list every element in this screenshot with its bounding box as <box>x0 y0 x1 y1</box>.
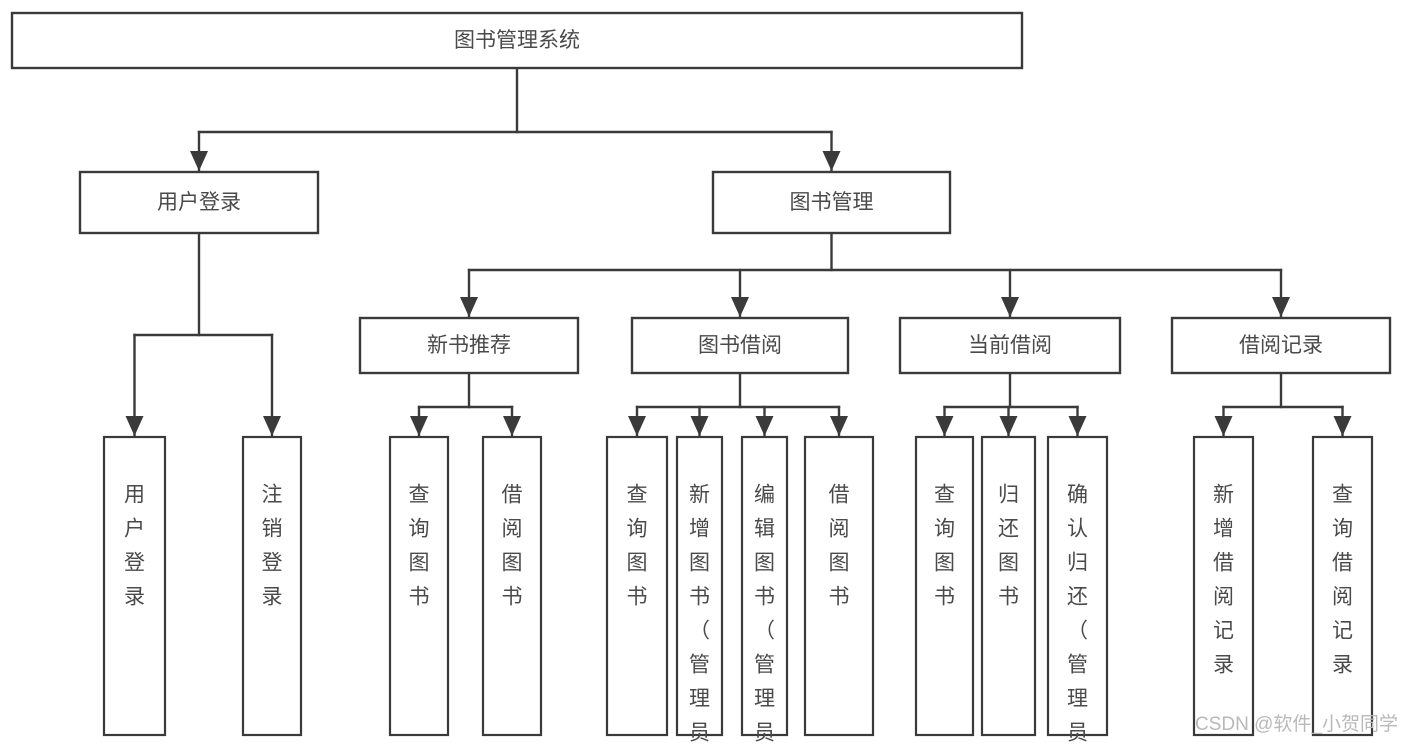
node-box-leaf-query-book-borrow <box>605 435 669 737</box>
arrow-icon-current-borrow-2 <box>1068 416 1087 436</box>
arrow-icon-book-borrow-3 <box>830 416 848 436</box>
node-label-user-login: 用户登录 <box>157 191 241 214</box>
arrow-icon-borrow-record-0 <box>1214 416 1233 436</box>
node-label-book-borrow: 图书借阅 <box>698 334 782 357</box>
arrow-icon-user-login-0 <box>125 416 144 436</box>
connector-layer <box>125 66 1352 437</box>
arrow-icon-current-borrow-0 <box>935 416 954 436</box>
node-leaf-query-book-recommend[interactable]: 查询图书 <box>388 435 450 737</box>
arrow-icon-user-login-1 <box>263 416 281 436</box>
arrow-icon-book-management-2 <box>1001 297 1019 317</box>
node-leaf-user-login[interactable]: 用户登录 <box>102 435 167 737</box>
node-box-user-login <box>78 170 320 235</box>
node-box-leaf-return-book <box>980 435 1037 737</box>
node-label-leaf-confirm-return: 确认归还（管理员） <box>1067 483 1088 747</box>
node-leaf-query-borrow-record[interactable]: 查询借阅记录 <box>1311 435 1374 737</box>
node-label-leaf-query-book-borrow: 查询图书 <box>627 483 648 608</box>
arrow-icon-new-book-recommend-1 <box>503 416 521 436</box>
node-book-management[interactable]: 图书管理 <box>711 170 952 235</box>
node-box-leaf-user-logout <box>241 435 303 737</box>
node-box-leaf-confirm-return <box>1046 435 1109 737</box>
node-leaf-user-logout[interactable]: 注销登录 <box>241 435 303 737</box>
node-leaf-return-book[interactable]: 归还图书 <box>980 435 1037 737</box>
node-label-leaf-add-book: 新增图书（管理员） <box>689 483 710 747</box>
node-leaf-add-borrow-record[interactable]: 新增借阅记录 <box>1192 435 1255 737</box>
node-label-leaf-edit-book: 编辑图书（管理员） <box>754 483 775 747</box>
node-leaf-borrow-book-recommend[interactable]: 借阅图书 <box>481 435 543 737</box>
node-box-book-management <box>711 170 952 235</box>
arrow-icon-borrow-record-1 <box>1333 416 1352 436</box>
node-label-leaf-borrow-book: 借阅图书 <box>829 483 850 608</box>
node-box-system-root <box>10 11 1024 70</box>
node-label-leaf-query-borrow-record: 查询借阅记录 <box>1332 483 1353 676</box>
node-box-leaf-borrow-book-recommend <box>481 435 543 737</box>
node-label-leaf-borrow-book-recommend: 借阅图书 <box>502 483 523 608</box>
node-box-leaf-borrow-book <box>803 435 875 737</box>
arrow-icon-book-borrow-1 <box>690 416 709 436</box>
arrow-icon-book-management-0 <box>460 297 478 317</box>
node-label-leaf-user-login: 用户登录 <box>124 483 145 608</box>
node-book-borrow[interactable]: 图书借阅 <box>630 316 850 375</box>
node-leaf-query-book-current[interactable]: 查询图书 <box>914 435 975 737</box>
node-box-leaf-query-book-current <box>914 435 975 737</box>
node-box-book-borrow <box>630 316 850 375</box>
node-label-system-root: 图书管理系统 <box>454 29 580 52</box>
node-box-leaf-query-borrow-record <box>1311 435 1374 737</box>
node-box-leaf-add-book <box>675 435 724 737</box>
node-new-book-recommend[interactable]: 新书推荐 <box>358 316 580 375</box>
arrow-icon-root-1 <box>822 151 841 171</box>
node-label-leaf-return-book: 归还图书 <box>998 483 1019 608</box>
node-label-leaf-add-borrow-record: 新增借阅记录 <box>1213 483 1234 676</box>
node-box-leaf-user-login <box>102 435 167 737</box>
arrow-icon-book-borrow-0 <box>628 416 646 436</box>
node-current-borrow[interactable]: 当前借阅 <box>898 316 1122 375</box>
node-box-borrow-record <box>1170 316 1392 375</box>
node-leaf-query-book-borrow[interactable]: 查询图书 <box>605 435 669 737</box>
arrow-icon-book-management-3 <box>1272 297 1290 317</box>
node-layer: 图书管理系统用户登录图书管理新书推荐图书借阅当前借阅借阅记录用户登录注销登录查询… <box>10 11 1392 747</box>
node-user-login[interactable]: 用户登录 <box>78 170 320 235</box>
arrow-icon-book-management-1 <box>731 297 749 317</box>
node-box-leaf-edit-book <box>740 435 789 737</box>
arrow-icon-book-borrow-2 <box>755 416 774 436</box>
node-box-new-book-recommend <box>358 316 580 375</box>
node-label-leaf-query-book-recommend: 查询图书 <box>409 483 430 608</box>
node-label-leaf-query-book-current: 查询图书 <box>934 483 955 608</box>
node-leaf-add-book[interactable]: 新增图书（管理员） <box>675 435 724 747</box>
node-label-leaf-user-logout: 注销登录 <box>262 483 283 608</box>
node-label-new-book-recommend: 新书推荐 <box>427 334 511 357</box>
csdn-watermark: CSDN @软件_小贺同学 <box>1195 713 1398 735</box>
node-label-current-borrow: 当前借阅 <box>968 334 1052 357</box>
node-leaf-borrow-book[interactable]: 借阅图书 <box>803 435 875 737</box>
node-box-leaf-add-borrow-record <box>1192 435 1255 737</box>
node-leaf-edit-book[interactable]: 编辑图书（管理员） <box>740 435 789 747</box>
arrow-icon-current-borrow-1 <box>999 416 1018 436</box>
arrow-icon-root-0 <box>190 151 208 171</box>
node-borrow-record[interactable]: 借阅记录 <box>1170 316 1392 375</box>
node-label-book-management: 图书管理 <box>790 191 874 214</box>
node-box-current-borrow <box>898 316 1122 375</box>
node-leaf-confirm-return[interactable]: 确认归还（管理员） <box>1046 435 1109 747</box>
arrow-icon-new-book-recommend-0 <box>410 416 428 436</box>
node-box-leaf-query-book-recommend <box>388 435 450 737</box>
node-system-root[interactable]: 图书管理系统 <box>10 11 1024 70</box>
node-label-borrow-record: 借阅记录 <box>1239 334 1323 357</box>
